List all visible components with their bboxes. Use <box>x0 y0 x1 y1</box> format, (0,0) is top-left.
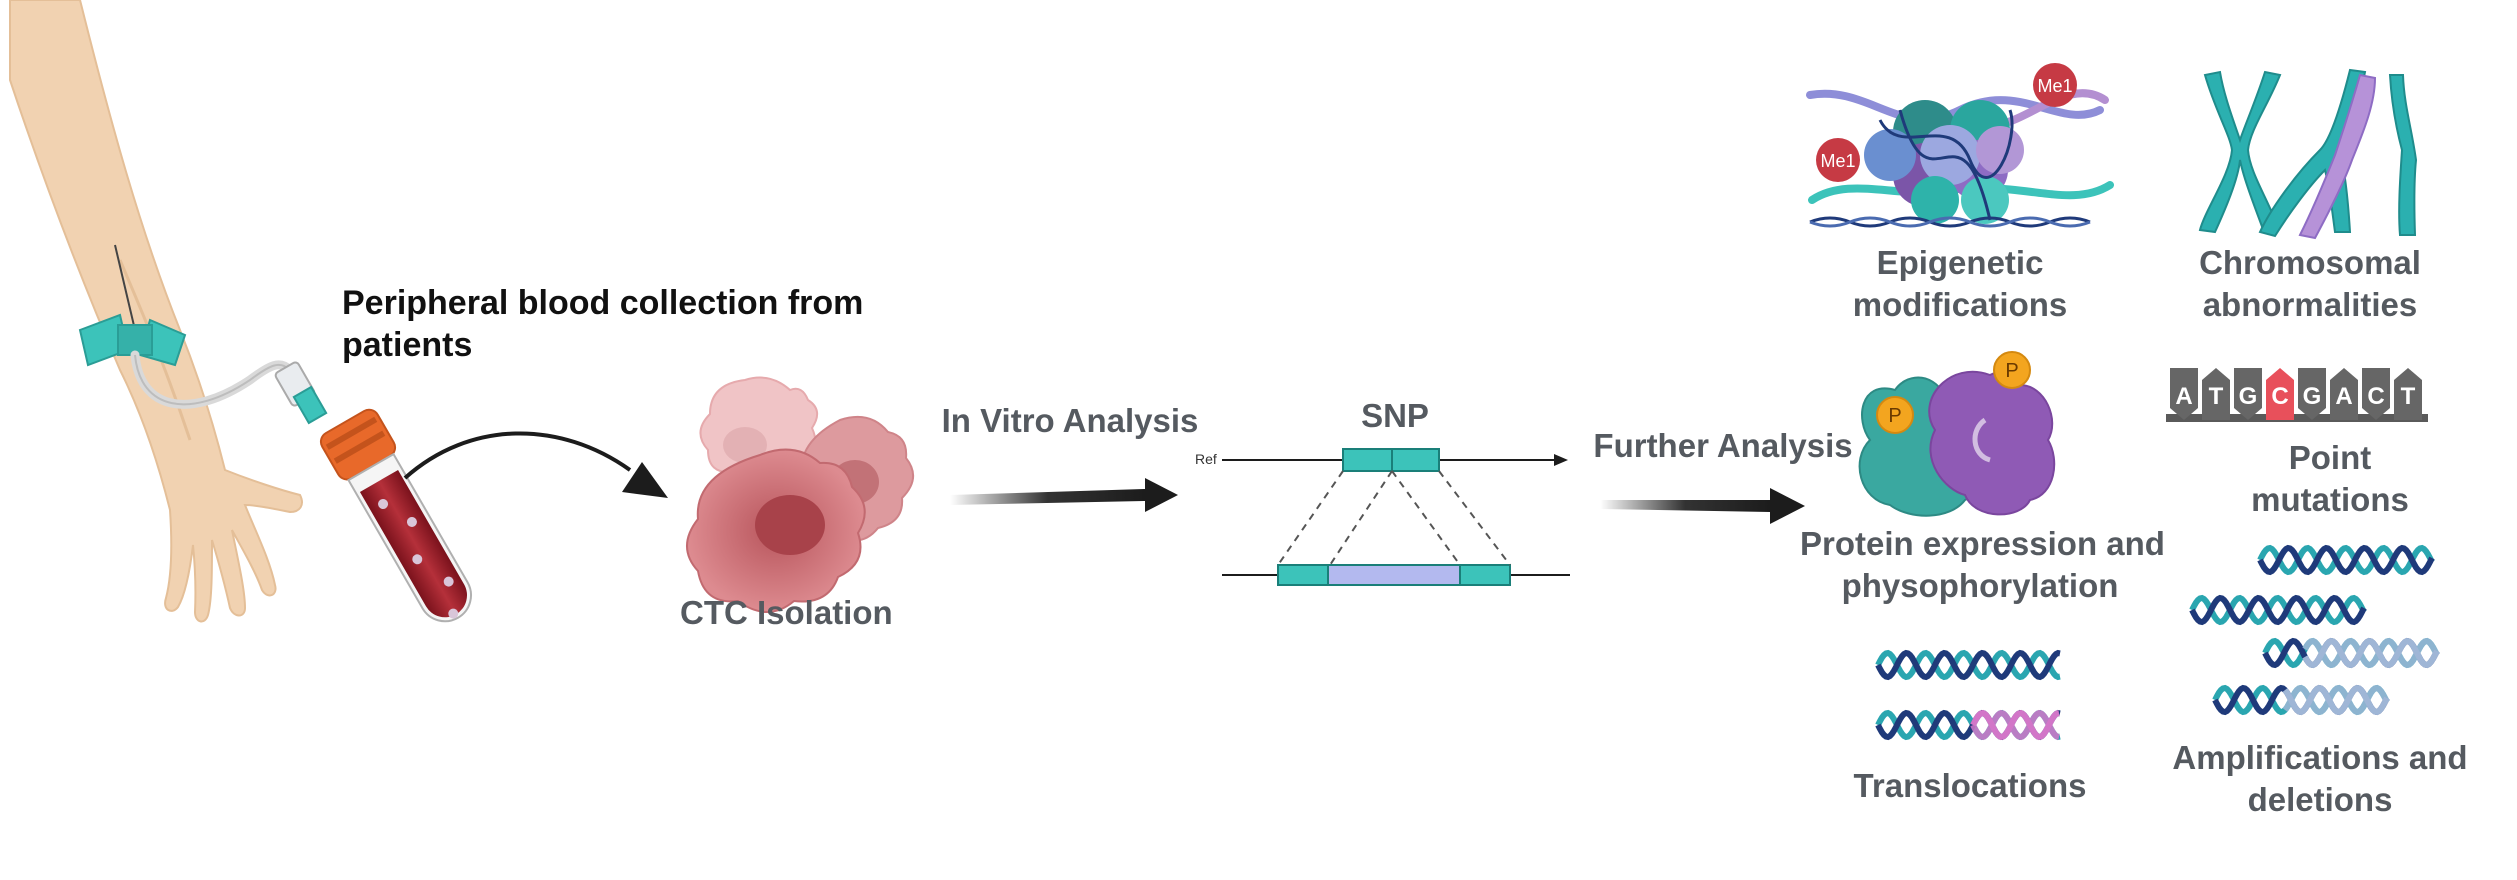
sequence-letter: C <box>2367 383 2384 410</box>
dna-strand-variant <box>1970 709 2060 741</box>
arrow-in-vitro <box>950 478 1178 512</box>
amplifications-label: Amplifications and deletions <box>2150 737 2490 821</box>
chromosomal-label-line2: abnormalities <box>2202 286 2418 323</box>
sequence-letter: A <box>2175 383 2192 410</box>
blood-tube <box>319 408 472 623</box>
protein-label-line1: Protein expression and <box>1800 525 2165 562</box>
protein-label-line2: physophorylation <box>1841 567 2119 604</box>
phospho-tag-left: P <box>1888 405 1901 427</box>
in-vitro-label: In Vitro Analysis <box>941 402 1199 439</box>
dna-strand-variant <box>2302 637 2440 669</box>
sequence-box <box>2362 368 2390 420</box>
dna-helices <box>1875 544 2440 741</box>
amplifications-label-line2: deletions <box>2247 781 2393 818</box>
methyl-badge-left <box>1816 138 1860 182</box>
dna-strand-variant <box>2282 684 2390 716</box>
sequence-box <box>2266 368 2294 420</box>
snp-diagram <box>1222 448 1570 586</box>
epigenetic-label-line1: Epigenetic <box>1876 244 2044 281</box>
dna-strand-variant <box>2282 684 2390 716</box>
further-analysis-label: Further Analysis <box>1593 427 1853 464</box>
sequence-letter: G <box>2303 383 2322 410</box>
dna-strand <box>2257 544 2435 576</box>
phospho-tag-right: P <box>2005 360 2018 382</box>
sequence-box <box>2202 368 2230 420</box>
chromosomal-label: Chromosomal abnormalities <box>2160 242 2460 326</box>
dna-strand <box>2189 594 2367 626</box>
dna-strand <box>1875 649 2061 681</box>
phospho-badge-left <box>1876 396 1914 434</box>
sequence-box <box>2394 368 2422 420</box>
methyl-badge-right <box>2033 63 2077 107</box>
ref-label: Ref <box>1195 451 1217 467</box>
sequence-box <box>2234 368 2262 420</box>
protein-label: Protein expression and physophorylation <box>1800 523 2165 607</box>
dna-strand-variant <box>1970 709 2060 741</box>
protein-illustration: P P <box>1858 351 2056 517</box>
arrow-further-analysis <box>1600 488 1805 524</box>
arm-illustration <box>9 0 303 623</box>
sequence-box <box>2298 368 2326 420</box>
sequence-letter: T <box>2401 383 2416 410</box>
arrow-collection-to-ctc <box>403 431 668 498</box>
blood-collection-label-line1: Peripheral blood collection from <box>342 284 864 322</box>
epigenetic-label-line2: modifications <box>1852 286 2068 323</box>
epigenetic-illustration: Me1 Me1 <box>1806 63 2114 228</box>
epigenetic-label: Epigenetic modifications <box>1830 242 2090 326</box>
sequence-letter: G <box>2239 383 2258 410</box>
point-mutations-label-line1: Point <box>2288 439 2372 476</box>
dna-strand <box>2189 594 2367 626</box>
sequence-box <box>2330 368 2358 420</box>
methyl-tag-right: Me1 <box>2037 76 2072 96</box>
blood-collection-label: Peripheral blood collection from patient… <box>342 282 863 366</box>
translocations-label: Translocations <box>1853 767 2087 804</box>
sequence-letter: C <box>2271 383 2288 410</box>
dna-strand-variant <box>2302 637 2440 669</box>
dna-strand <box>2257 544 2435 576</box>
chromosome-illustration <box>2198 68 2418 240</box>
phospho-badge-right <box>1993 351 2031 389</box>
snp-label: SNP <box>1361 397 1429 434</box>
ctc-cells-illustration <box>686 376 914 613</box>
ctc-isolation-label: CTC Isolation <box>680 594 893 631</box>
amplifications-label-line1: Amplifications and <box>2172 739 2468 776</box>
point-mutations-label: Point mutations <box>2200 437 2460 521</box>
sequence-letter: T <box>2209 383 2224 410</box>
butterfly-needle <box>78 313 328 425</box>
point-mutations-label-line2: mutations <box>2251 481 2409 518</box>
methyl-tag-left: Me1 <box>1820 151 1855 171</box>
chromosomal-label-line1: Chromosomal <box>2199 244 2421 281</box>
sequence-letter: A <box>2335 383 2352 410</box>
sequence-box <box>2170 368 2198 420</box>
blood-collection-label-line2: patients <box>342 326 473 364</box>
